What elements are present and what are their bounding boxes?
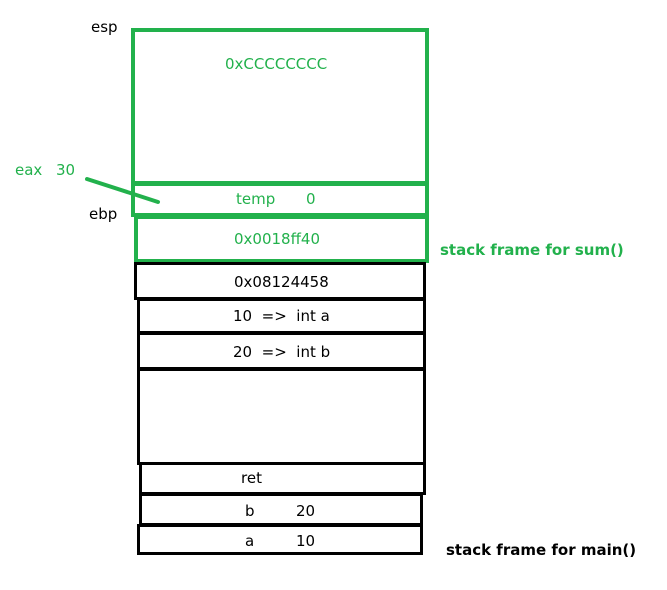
main-frame-title: stack frame for main() — [446, 541, 637, 559]
arg-a-value: 10 => int a — [233, 307, 330, 325]
arg-b-value: 20 => int b — [233, 343, 331, 361]
temp-value: 0 — [306, 190, 316, 208]
temp-name: temp — [236, 190, 276, 208]
sum-frame-title: stack frame for sum() — [440, 241, 624, 259]
local-a-cell — [137, 524, 423, 555]
eax-to-temp-arrow — [85, 177, 160, 204]
ebp-label: ebp — [89, 205, 118, 223]
return-address-value: 0x08124458 — [234, 273, 329, 291]
eax-label: eax — [15, 161, 43, 179]
eax-value: 30 — [56, 161, 76, 179]
saved-ebp-cell — [134, 215, 429, 263]
sum-frame-locals-cell — [131, 28, 429, 185]
ret-cell — [139, 462, 426, 495]
ret-label: ret — [241, 469, 262, 487]
esp-label: esp — [91, 18, 118, 36]
main-empty-cell — [137, 368, 426, 465]
local-a-value: 10 — [296, 532, 316, 550]
saved-ebp-value: 0x0018ff40 — [234, 230, 321, 248]
local-a-name: a — [245, 532, 255, 550]
uninit-fill-value: 0xCCCCCCCC — [225, 55, 328, 73]
local-b-cell — [139, 493, 423, 526]
temp-cell — [131, 182, 429, 217]
local-b-value: 20 — [296, 502, 316, 520]
local-b-name: b — [245, 502, 255, 520]
